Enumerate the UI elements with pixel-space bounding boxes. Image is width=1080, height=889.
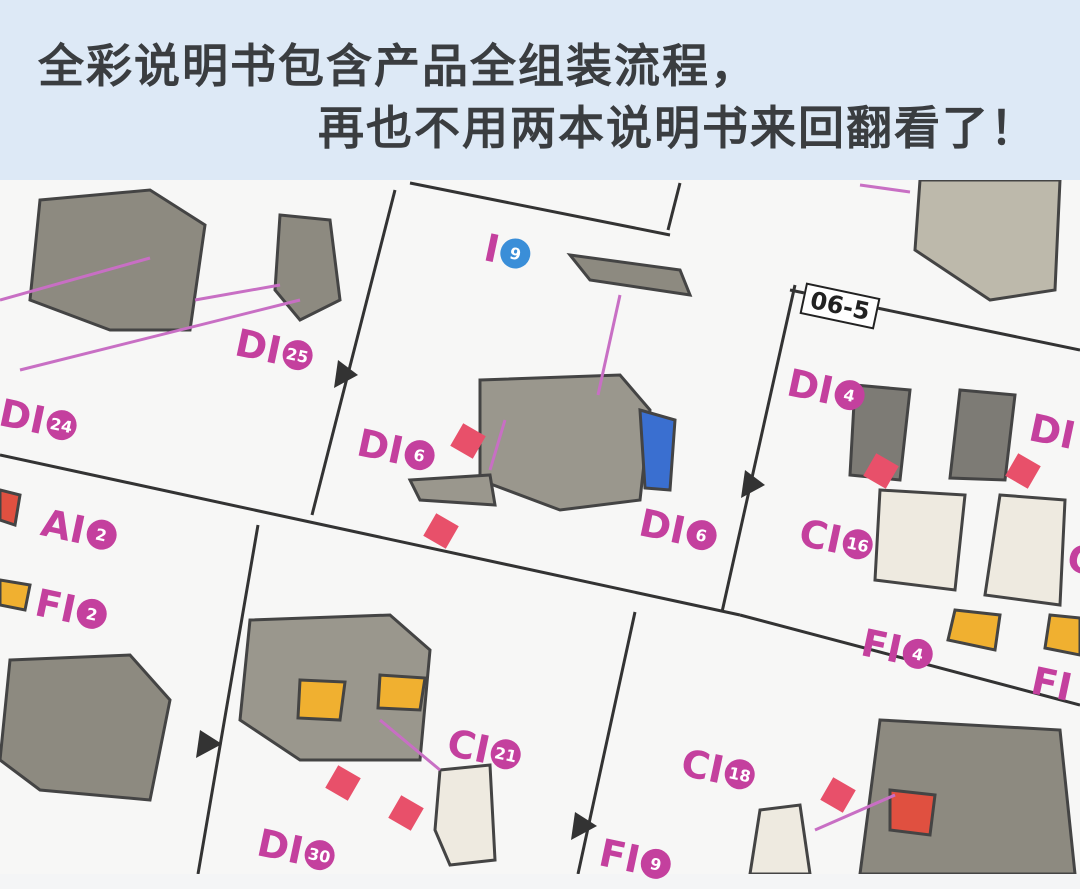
banner-headline-line2: 再也不用两本说明书来回翻看了！ — [318, 101, 1038, 155]
part-label-prefix: AI — [37, 500, 90, 553]
part-label-prefix: CI — [677, 740, 728, 793]
part-label-prefix: CI — [795, 510, 846, 563]
step-badges — [325, 423, 1041, 831]
part-label-prefix: DI — [635, 500, 690, 554]
part-label-prefix: FI — [31, 580, 80, 632]
part-label-prefix: FI — [595, 830, 644, 882]
part-number-badge: 18 — [721, 756, 758, 793]
manual-illustration — [0, 180, 1080, 874]
part-label-prefix: CI — [443, 720, 494, 773]
part-number-badge: 4 — [900, 636, 936, 672]
assembly-arrows — [0, 183, 911, 832]
part-label-prefix: FI — [857, 620, 906, 672]
part-label-prefix: DI — [253, 820, 308, 874]
part-number-badge: 21 — [487, 736, 524, 773]
part-number-badge: 16 — [839, 526, 876, 563]
part-label-prefix: DI — [353, 420, 408, 474]
part-number-badge: 4 — [831, 377, 868, 413]
part-label-prefix: DI — [231, 320, 286, 374]
part-number-badge: 6 — [401, 437, 438, 473]
part-number-badge: 24 — [43, 407, 80, 443]
part-number-badge: 30 — [301, 837, 338, 873]
part-number-badge: 9 — [638, 846, 674, 882]
banner: 全彩说明书包含产品全组装流程， 再也不用两本说明书来回翻看了！ — [0, 0, 1080, 180]
part-label-prefix: DI — [1025, 405, 1080, 459]
part-label-prefix: DI — [0, 390, 50, 444]
part-label: DI — [1025, 405, 1079, 458]
banner-headline-line1: 全彩说明书包含产品全组装流程， — [38, 39, 758, 93]
part-number-badge: 2 — [74, 596, 110, 632]
panel-arrows — [196, 360, 765, 840]
parts — [0, 180, 1080, 874]
part-number-badge: 9 — [497, 235, 534, 272]
part-number-badge: 6 — [683, 517, 720, 553]
part-number-badge: 25 — [279, 337, 316, 373]
part-label-prefix: DI — [783, 360, 838, 414]
part-number-badge: 2 — [83, 516, 120, 553]
